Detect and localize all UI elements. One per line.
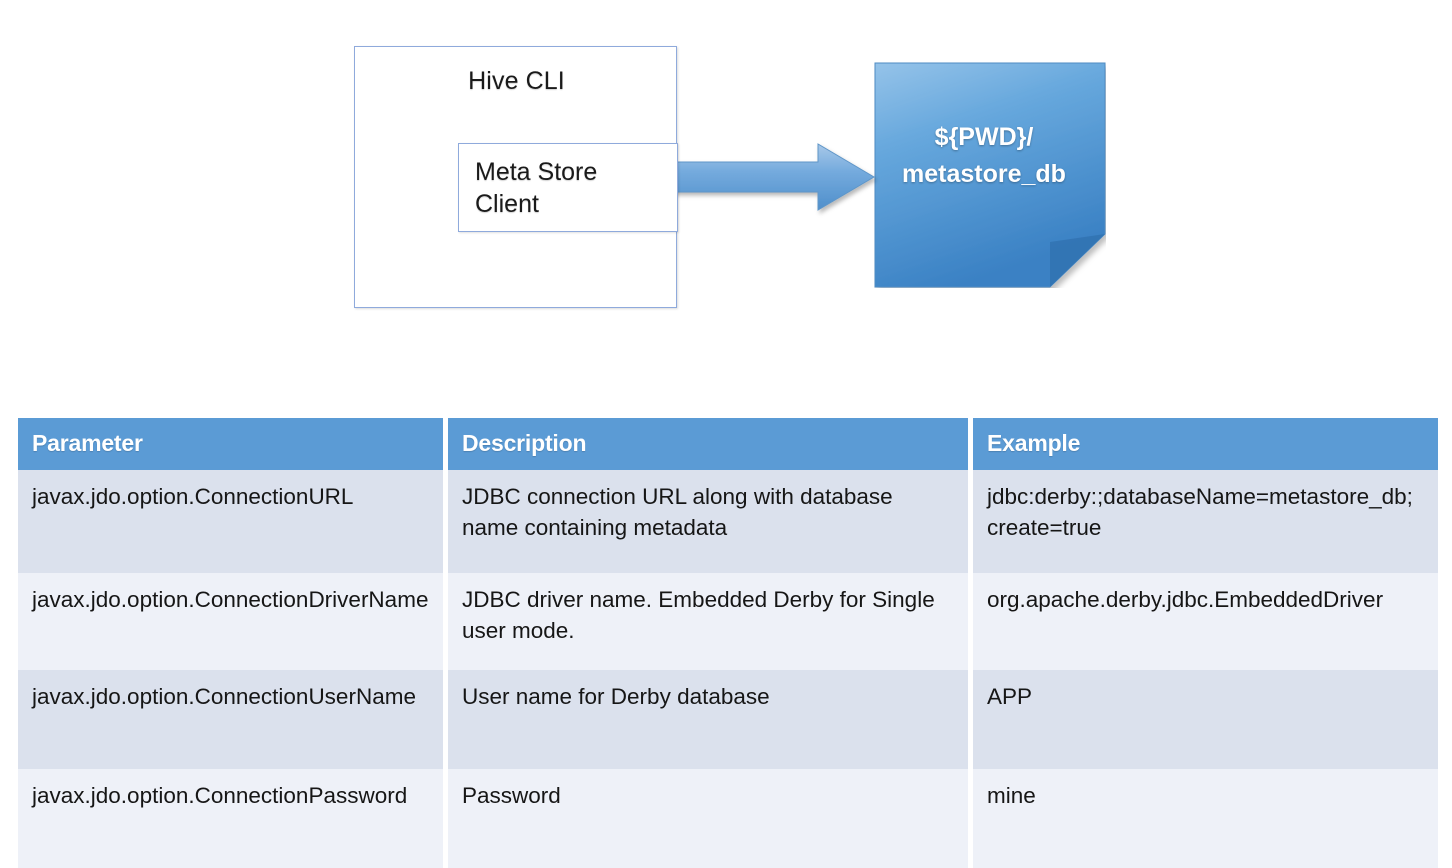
header-spacer-1 <box>443 418 448 470</box>
cell-spacer <box>968 769 973 868</box>
parameters-table: Parameter Description Example javax.jdo.… <box>18 418 1438 868</box>
flow-arrow <box>670 140 880 240</box>
table-header-row: Parameter Description Example <box>18 418 1438 470</box>
cell-parameter: javax.jdo.option.ConnectionURL <box>18 470 443 573</box>
column-header-example: Example <box>973 418 1438 470</box>
cell-spacer <box>443 573 448 670</box>
cell-spacer <box>968 470 973 573</box>
table-row: javax.jdo.option.ConnectionDriverName JD… <box>18 573 1438 670</box>
cell-parameter: javax.jdo.option.ConnectionPassword <box>18 769 443 868</box>
cell-description: JDBC driver name. Embedded Derby for Sin… <box>448 573 968 670</box>
table-row: javax.jdo.option.ConnectionURL JDBC conn… <box>18 470 1438 573</box>
hive-cli-title: Hive CLI <box>468 67 565 95</box>
cell-spacer <box>968 573 973 670</box>
header-spacer-2 <box>968 418 973 470</box>
cell-spacer <box>443 670 448 769</box>
column-header-parameter: Parameter <box>18 418 443 470</box>
cell-spacer <box>968 670 973 769</box>
cell-spacer <box>443 769 448 868</box>
cell-spacer <box>443 470 448 573</box>
cell-parameter: javax.jdo.option.ConnectionUserName <box>18 670 443 769</box>
meta-store-client-box: Meta Store Client <box>458 143 678 232</box>
flow-arrow-icon <box>671 143 875 211</box>
cell-example: jdbc:derby:;databaseName=metastore_db;cr… <box>973 470 1438 573</box>
cell-description: JDBC connection URL along with database … <box>448 470 968 573</box>
cell-example: mine <box>973 769 1438 868</box>
cell-example: org.apache.derby.jdbc.EmbeddedDriver <box>973 573 1438 670</box>
column-header-description: Description <box>448 418 968 470</box>
cell-description: Password <box>448 769 968 868</box>
metastore-document-shape <box>874 62 1106 288</box>
architecture-diagram: Hive CLI <box>0 0 1452 400</box>
meta-store-client-label: Meta Store Client <box>475 158 598 218</box>
cell-description: User name for Derby database <box>448 670 968 769</box>
cell-example: APP <box>973 670 1438 769</box>
document-shape-icon <box>874 62 1106 288</box>
cell-parameter: javax.jdo.option.ConnectionDriverName <box>18 573 443 670</box>
table-row: javax.jdo.option.ConnectionPassword Pass… <box>18 769 1438 868</box>
table-row: javax.jdo.option.ConnectionUserName User… <box>18 670 1438 769</box>
